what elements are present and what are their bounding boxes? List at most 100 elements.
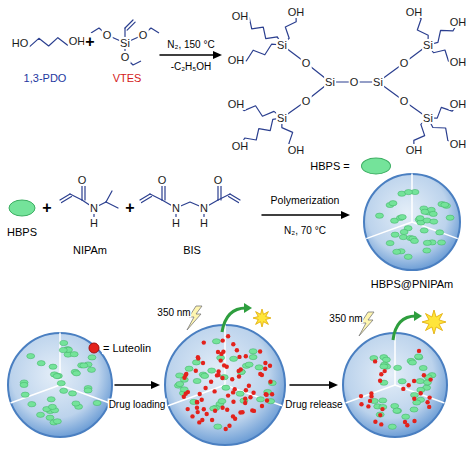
hbps-particle — [47, 397, 55, 402]
luteolin-dot — [383, 369, 387, 373]
luteolin-dot — [216, 373, 220, 377]
atom-label: Si — [422, 112, 434, 124]
hbps-particle — [220, 375, 228, 380]
bond-line — [161, 186, 162, 200]
luteolin-dot — [401, 387, 405, 391]
hbps-particle — [84, 388, 92, 393]
hbps-particle — [268, 380, 276, 385]
hbps-particle — [423, 248, 431, 253]
luteolin-dot — [198, 392, 202, 396]
atom-label: O — [213, 174, 224, 186]
hbps-particle — [420, 228, 428, 233]
luteolin-dot — [419, 391, 423, 395]
hbps-particle — [72, 401, 80, 406]
luteolin-dot — [244, 354, 248, 358]
luteolin-dot — [221, 338, 225, 342]
luteolin-dot — [184, 392, 188, 396]
hbps-particle — [176, 381, 184, 386]
luteolin-dot — [220, 376, 224, 380]
hbps-particle — [192, 360, 200, 365]
atom-label: Si — [119, 37, 131, 49]
hbps-particle — [430, 219, 438, 224]
bond-line — [230, 194, 240, 200]
luteolin-dot — [195, 400, 199, 404]
luteolin-dot — [248, 395, 252, 399]
hbps-particle — [423, 240, 431, 245]
sector-line — [11, 385, 60, 403]
luteolin-dot — [237, 369, 241, 373]
luteolin-dot — [258, 349, 262, 353]
luteolin-dot — [219, 358, 223, 362]
hbps-particle — [37, 361, 45, 366]
luteolin-dot — [359, 394, 363, 398]
atom-label: Si — [276, 112, 288, 124]
microgel-sphere — [343, 333, 447, 437]
product-name: HBPS@PNIPAm — [370, 278, 454, 290]
luteolin-dot — [252, 409, 256, 413]
reaction-arrow — [262, 214, 344, 216]
luteolin-dot — [235, 348, 239, 352]
arrow-head — [244, 303, 252, 313]
luteolin-dot — [265, 398, 269, 402]
sector-line — [346, 385, 395, 403]
hbps-particle — [405, 190, 413, 195]
luteolin-dot — [243, 401, 247, 405]
hbps-particle — [46, 415, 54, 420]
condition-label: N₂, 150 °C — [166, 39, 215, 50]
bond-line — [125, 20, 133, 28]
luteolin-dot — [378, 379, 382, 383]
hbps-particle — [222, 385, 230, 390]
luteolin-dot — [427, 405, 431, 409]
hbps-particle — [255, 365, 263, 370]
luteolin-dot — [231, 342, 235, 346]
luteolin-dot — [196, 355, 200, 359]
atom-label: O — [399, 95, 410, 107]
luteolin-dot — [226, 393, 230, 397]
arrow-head — [213, 51, 222, 59]
compound-name: NIPAm — [72, 244, 108, 256]
hbps-particle — [429, 211, 437, 216]
atom-label: OH — [227, 54, 246, 66]
hbps-particle — [53, 374, 61, 379]
luteolin-dot — [379, 422, 383, 426]
hbps-particle — [218, 399, 226, 404]
plus-sign: + — [124, 199, 135, 217]
luteolin-dot — [226, 334, 230, 338]
emission-arrow — [222, 308, 246, 332]
atom-label: OH — [287, 144, 306, 156]
hbps-particle — [27, 354, 35, 359]
atom-label: OH — [287, 6, 306, 18]
luteolin-dot — [225, 408, 229, 412]
hbps-particle — [416, 216, 424, 221]
hbps-particle — [416, 379, 424, 384]
hbps-particle — [73, 371, 81, 376]
hbps-particle — [60, 388, 68, 393]
luteolin-dot — [373, 359, 377, 363]
hbps-particle — [394, 408, 402, 413]
atom-label: N — [171, 202, 181, 214]
compound-name: VTES — [112, 72, 143, 84]
hbps-particle — [60, 340, 68, 345]
hbps-particle — [257, 397, 265, 402]
luteolin-dot — [264, 393, 268, 397]
luteolin-dot — [368, 399, 372, 403]
bond-line — [150, 194, 162, 200]
legend-text: = Luteolin — [102, 342, 152, 354]
wavelength-label: 350 nm — [328, 313, 363, 324]
hbps-particle — [441, 202, 449, 207]
luteolin-dot — [190, 414, 194, 418]
sector-line — [394, 333, 396, 385]
hbps-particle — [57, 381, 65, 386]
hbps-particle — [446, 215, 454, 220]
luteolin-dot — [224, 427, 228, 431]
hbps-particle — [214, 424, 222, 429]
sector-line — [60, 385, 109, 403]
compound-name: 1,3-PDO — [23, 72, 68, 84]
atom-label: O — [138, 29, 149, 41]
hbps-particle — [386, 241, 394, 246]
hbps-particle — [410, 407, 418, 412]
luteolin-dot — [412, 419, 416, 423]
compound-name: BIS — [182, 244, 202, 256]
luteolin-dot — [240, 410, 244, 414]
fluorescence-star — [422, 310, 446, 334]
